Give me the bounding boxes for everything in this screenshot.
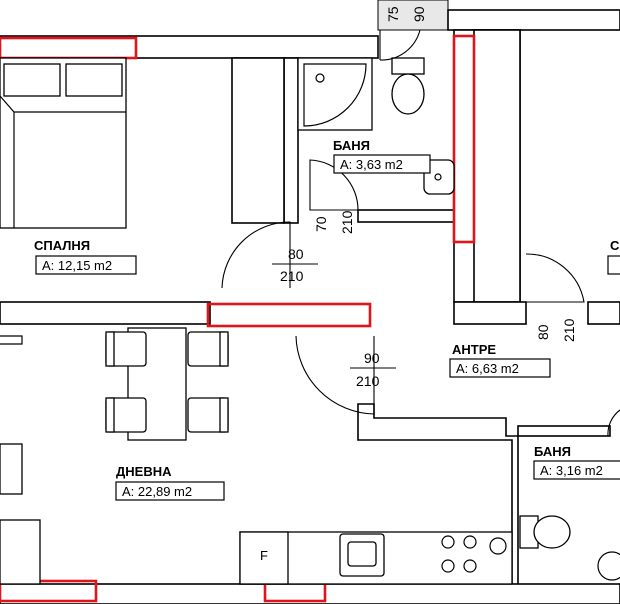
stove: [441, 535, 477, 573]
room-area-bath2: A: 3,16 m2: [540, 463, 603, 478]
bath-bottom-wall: [357, 209, 455, 223]
bedroom-bath-wall: [283, 57, 299, 224]
room-name-hall: АНТРЕ: [452, 342, 496, 357]
door-entrance: [295, 335, 375, 415]
area-box: [35, 255, 137, 275]
burner-icon: [441, 535, 455, 549]
fridge: [239, 531, 289, 585]
burner-icon: [463, 535, 477, 549]
room-area-hall: A: 6,63 m2: [456, 361, 519, 376]
dim-top-height: 90: [411, 6, 427, 22]
dim-entrance-width: 90: [364, 350, 380, 366]
dim-bedroom-height: 210: [280, 268, 304, 284]
toilet-bowl: [391, 73, 425, 115]
washer-icon: [489, 537, 507, 555]
doors: [221, 29, 620, 437]
burner-icon: [441, 559, 455, 573]
top-wall: [0, 35, 379, 59]
door-top: [379, 29, 421, 61]
chair-back: [219, 331, 229, 367]
pillow-left: [3, 63, 61, 97]
burner-icon: [463, 559, 477, 573]
room-area-living: A: 22,89 m2: [122, 484, 192, 499]
area-box: [115, 481, 225, 501]
dim-room-right-height: 210: [561, 318, 577, 342]
toilet-tank: [391, 57, 425, 75]
fridge-label: F: [260, 548, 268, 563]
room-right-wall: [587, 301, 620, 325]
area-box: [333, 154, 431, 174]
area-box: [533, 460, 620, 480]
bath2-top-wall: [517, 425, 611, 437]
door-bath1: [309, 159, 359, 211]
chair-back: [105, 397, 115, 433]
area-box: [449, 358, 551, 378]
room-labels: СПАЛНЯ A: 12,15 m2 БАНЯ A: 3,63 m2 АНТРЕ…: [34, 138, 620, 501]
wardrobe: [231, 57, 285, 224]
bed: [0, 57, 127, 229]
windows: [0, 34, 476, 603]
room-area-bedroom: A: 12,15 m2: [42, 258, 112, 273]
area-box: [607, 255, 620, 275]
sink-bath1: [423, 159, 455, 195]
door-dimensions: 70 210 80 210 90 210 80 210 75 90: [272, 6, 577, 389]
dim-bedroom-width: 80: [288, 246, 304, 262]
chair-back: [219, 397, 229, 433]
room-name-living: ДНЕВНА: [116, 464, 172, 479]
room-name-partial: С: [610, 238, 620, 253]
bedroom-living-wall: [0, 301, 211, 325]
living-furniture: F: [0, 443, 513, 585]
door-bedroom: [221, 221, 291, 289]
shower-tray: [297, 57, 373, 131]
sink2: [597, 551, 620, 581]
room-name-bath2: БАНЯ: [534, 444, 571, 459]
tv-unit: [0, 443, 23, 495]
dining-set: [105, 327, 229, 441]
bed-sheet: [0, 95, 126, 228]
kitchen-sink-basin: [347, 541, 377, 567]
window-shaft: [452, 34, 476, 244]
door-bath2: [607, 409, 620, 437]
top-wall-right: [447, 9, 620, 31]
toilet2-bowl: [533, 515, 571, 549]
dim-top-width: 75: [385, 6, 401, 22]
hall-right-wall: [453, 301, 527, 325]
window-living-top: [206, 302, 372, 328]
room-name-bath1: БАНЯ: [333, 138, 370, 153]
chair-back: [105, 331, 115, 367]
dim-entrance-height: 210: [356, 373, 380, 389]
dim-bath1-width: 70: [313, 216, 329, 232]
pillow-right: [65, 63, 123, 97]
dim-bath1-height: 210: [339, 210, 355, 234]
sink-drain-icon: [434, 173, 442, 181]
door-room-right: [525, 253, 585, 303]
left-wall-stub: [0, 335, 23, 345]
shower-curve: [303, 63, 367, 127]
sofa: [0, 519, 41, 585]
shower-drain-icon: [315, 73, 325, 83]
room-area-bath1: A: 3,63 m2: [340, 157, 403, 172]
shaft-inner: [473, 29, 521, 303]
bath1-fixtures: [297, 57, 455, 195]
bath2-fixtures: [519, 515, 620, 581]
room-name-bedroom: СПАЛНЯ: [34, 238, 90, 253]
dim-room-right-width: 80: [535, 324, 551, 340]
window-living-left: [0, 579, 98, 603]
